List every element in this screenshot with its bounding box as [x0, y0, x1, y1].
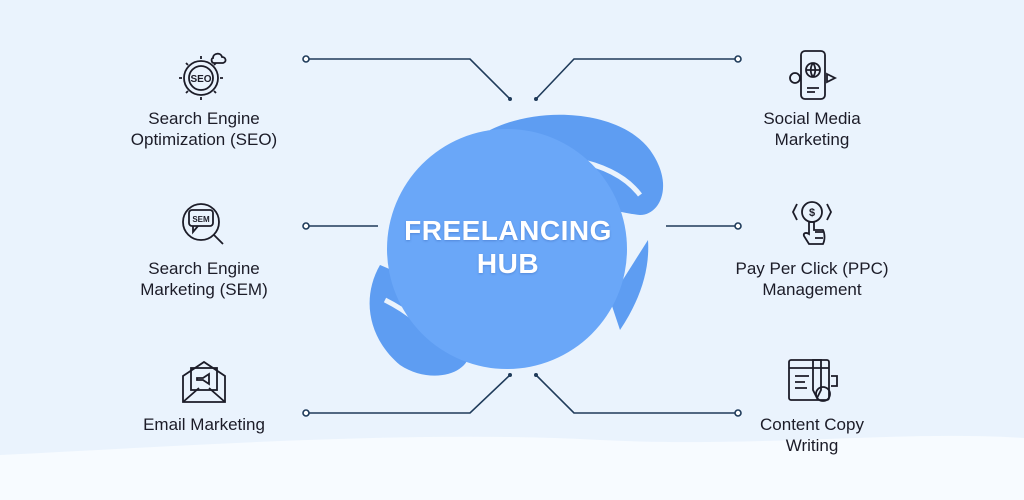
- content-writing-icon: [788, 359, 838, 402]
- hub-title: FREELANCING HUB: [378, 214, 638, 280]
- connector-dot: [734, 222, 742, 230]
- connector-email: [306, 374, 511, 414]
- connector-content: [535, 374, 738, 414]
- hub-graphic: [369, 114, 664, 376]
- connector-dot: [734, 55, 742, 63]
- connector-dot: [302, 55, 310, 63]
- service-email: Email Marketing: [94, 354, 314, 435]
- connector-seo: [306, 58, 511, 100]
- service-ppc-line2: Management: [762, 280, 862, 299]
- service-seo: SEO Search Engine Optimization (SEO): [94, 48, 314, 150]
- seo-gear-icon: SEO: [179, 52, 227, 100]
- connector-social: [535, 58, 738, 100]
- connector-dot: [302, 409, 310, 417]
- connector-dot: [734, 409, 742, 417]
- hub-title-line2: HUB: [476, 248, 540, 279]
- service-sem-line1: Search Engine: [148, 259, 260, 278]
- service-social-line2: Marketing: [774, 130, 850, 149]
- service-content-line2: Writing: [785, 436, 839, 455]
- social-phone-icon: [789, 50, 838, 100]
- service-seo-line1: Search Engine: [148, 109, 260, 128]
- hub-title-line1: FREELANCING: [404, 215, 612, 246]
- svg-text:$: $: [809, 207, 815, 219]
- service-email-line1: Email Marketing: [143, 415, 265, 434]
- service-content: Content Copy Writing: [702, 354, 922, 456]
- svg-text:SEO: SEO: [190, 74, 211, 85]
- service-sem: SEM Search Engine Marketing (SEM): [94, 198, 314, 300]
- service-social: Social Media Marketing: [702, 48, 922, 150]
- sem-magnifier-icon: SEM: [182, 203, 224, 245]
- service-seo-line2: Optimization (SEO): [130, 130, 278, 149]
- email-envelope-icon: [182, 360, 226, 403]
- service-social-line1: Social Media: [763, 109, 861, 128]
- service-ppc-line1: Pay Per Click (PPC): [735, 259, 889, 278]
- service-sem-line2: Marketing (SEM): [140, 280, 268, 299]
- hub-circle: [387, 129, 627, 369]
- connector-dot: [302, 222, 310, 230]
- service-ppc: $ Pay Per Click (PPC) Management: [702, 198, 922, 300]
- svg-text:SEM: SEM: [192, 215, 210, 224]
- ppc-click-icon: $: [791, 201, 833, 245]
- service-content-line1: Content Copy: [760, 415, 864, 434]
